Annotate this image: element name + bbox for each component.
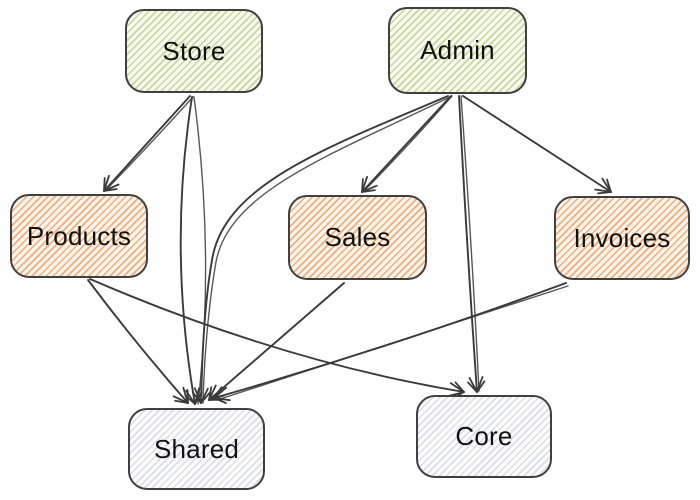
arrowhead-admin-shared xyxy=(200,392,211,404)
edge-admin-shared xyxy=(192,95,451,404)
edge-admin-core xyxy=(458,95,486,393)
edge-sales-shared xyxy=(208,282,345,401)
arrowhead-products-shared xyxy=(174,399,189,404)
node-label-core: Core xyxy=(455,421,513,451)
node-products: Products xyxy=(10,194,148,278)
node-sales: Sales xyxy=(288,195,427,280)
node-core: Core xyxy=(416,395,552,478)
edge-products-core xyxy=(89,278,465,400)
arrowhead-admin-core xyxy=(467,381,478,393)
arrowhead-admin-invoices xyxy=(597,191,612,195)
arrowhead-sales-shared xyxy=(208,386,213,401)
arrowhead-admin-sales xyxy=(361,178,364,193)
node-label-admin: Admin xyxy=(420,35,495,65)
node-label-invoices: Invoices xyxy=(573,222,671,253)
node-label-products: Products xyxy=(26,220,132,251)
node-admin: Admin xyxy=(388,7,527,94)
arrowhead-admin-shared xyxy=(192,391,202,404)
arrowhead-products-shared xyxy=(186,389,189,404)
arrowhead-admin-core xyxy=(476,380,486,393)
edge-admin-invoices xyxy=(462,95,612,195)
edge-store-products xyxy=(103,95,194,192)
node-label-store: Store xyxy=(162,35,226,66)
node-label-sales: Sales xyxy=(324,222,391,252)
arrowhead-store-products xyxy=(103,188,118,192)
node-store: Store xyxy=(125,9,263,93)
arrowhead-invoices-shared xyxy=(213,397,227,404)
arrowhead-store-products xyxy=(103,177,106,192)
arrowhead-admin-sales xyxy=(361,189,376,193)
node-label-shared: Shared xyxy=(153,433,240,464)
node-invoices: Invoices xyxy=(554,196,690,280)
arrowhead-products-core xyxy=(454,381,465,393)
arrowhead-admin-invoices xyxy=(606,178,612,193)
arrowhead-invoices-shared xyxy=(213,386,223,399)
edge-admin-sales xyxy=(361,95,453,193)
node-shared: Shared xyxy=(128,408,265,490)
edge-products-shared xyxy=(87,279,189,404)
edge-invoices-shared xyxy=(213,282,569,404)
